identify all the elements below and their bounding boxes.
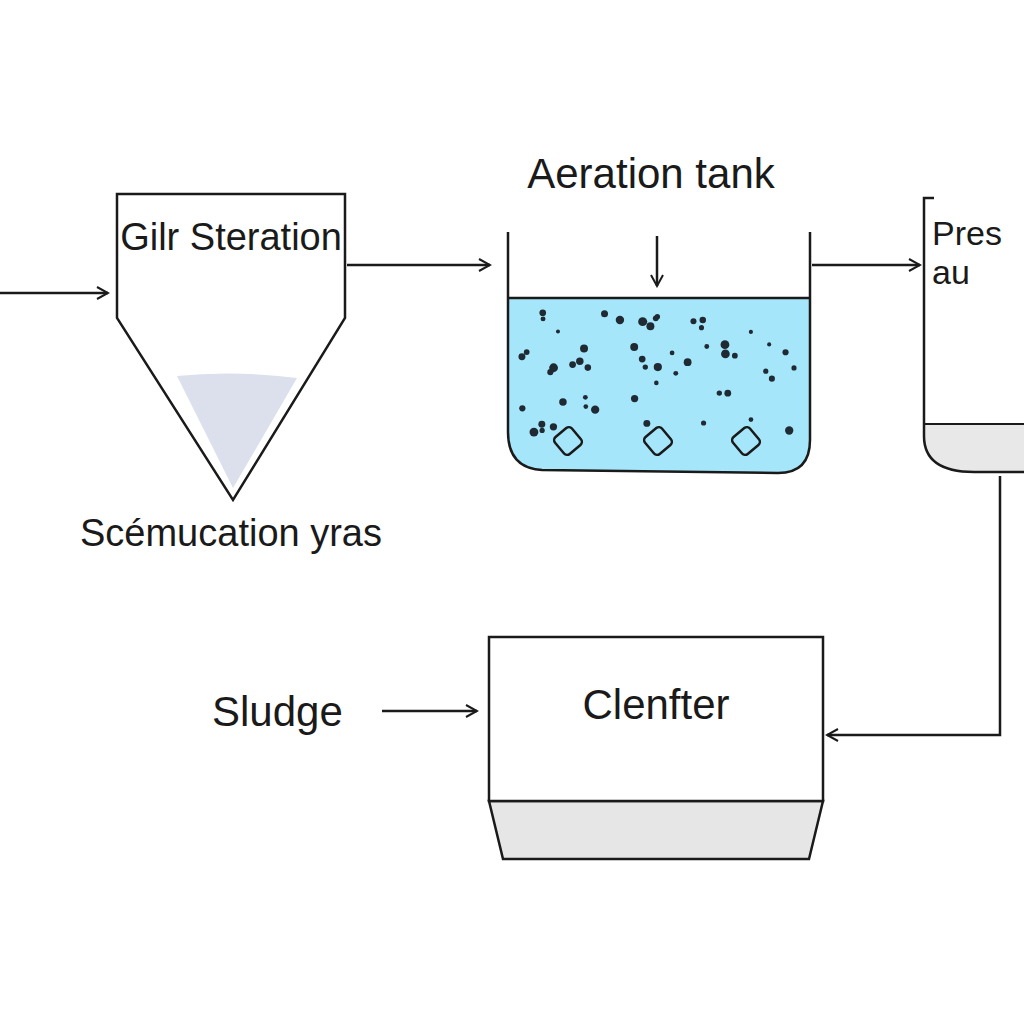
particle [782,349,788,355]
particle [721,350,730,359]
inflow-arrow [0,292,108,295]
particle [732,353,738,359]
particle [643,420,650,427]
water [508,298,810,473]
air-diffuser [731,426,762,457]
particle [630,343,638,351]
particle [616,316,624,324]
node-title: Clenfter [487,681,825,729]
particle [654,363,662,371]
particle [643,364,648,369]
particle [724,390,731,397]
sludge-arrow [382,710,477,713]
particle [539,309,546,316]
particle [601,310,608,317]
particle [769,376,775,382]
particle [721,340,730,349]
particle [580,345,588,353]
particle [785,426,793,434]
layer-line [924,423,1024,425]
node-outline [490,150,812,475]
flow-connector [347,264,490,267]
aeration-tank: Aeration tank [490,150,812,475]
particle [559,398,566,405]
flow-connector [812,264,920,267]
node-subtitle: Scémucation yras [55,512,407,556]
grit-chamber: Gilr SterationScémucation yras [115,192,347,502]
particle [518,353,525,360]
particle [701,420,706,425]
flow-connector [827,476,1000,735]
flow-label: Sludge [212,688,343,736]
particle [767,342,771,346]
particle [529,428,538,437]
particle [638,317,647,326]
clarifier-box: Clenfter [487,635,825,861]
particle [653,315,659,321]
particle [547,369,553,375]
particle [538,421,545,428]
particle [540,428,545,433]
particle [591,406,599,414]
process-tank: Pres au [920,196,1024,476]
settled-grit [177,373,297,488]
particle [654,381,659,386]
particle [585,364,592,371]
tank-wall [508,232,810,473]
particle [569,361,576,368]
particle [631,395,638,402]
particle [749,330,753,334]
particle [519,405,525,411]
particle [583,395,588,400]
particle [700,317,706,323]
particle [791,365,796,370]
node-title: Aeration tank [490,150,812,198]
particle [717,390,722,395]
particle [646,322,654,330]
particle [704,344,709,349]
particle [556,329,560,333]
particle [541,316,546,321]
particle [524,349,530,355]
particle [699,325,704,330]
particle [576,357,583,364]
node-title: Gilr Steration [115,216,347,260]
particle [749,417,754,422]
node-title: Pres au [920,196,1022,292]
particle [550,423,557,430]
particle [670,351,675,356]
air-diffuser [553,426,584,457]
particle [673,371,678,376]
particle [684,358,692,366]
air-diffuser [643,426,674,457]
sludge-label-holder: Sludge [212,688,343,736]
hopper [489,801,823,859]
particle [690,318,696,324]
particle [763,369,768,374]
particle [583,404,588,409]
particle [639,356,646,363]
node-outline [487,635,825,861]
air-arrow [656,236,659,286]
water-surface [508,297,810,300]
